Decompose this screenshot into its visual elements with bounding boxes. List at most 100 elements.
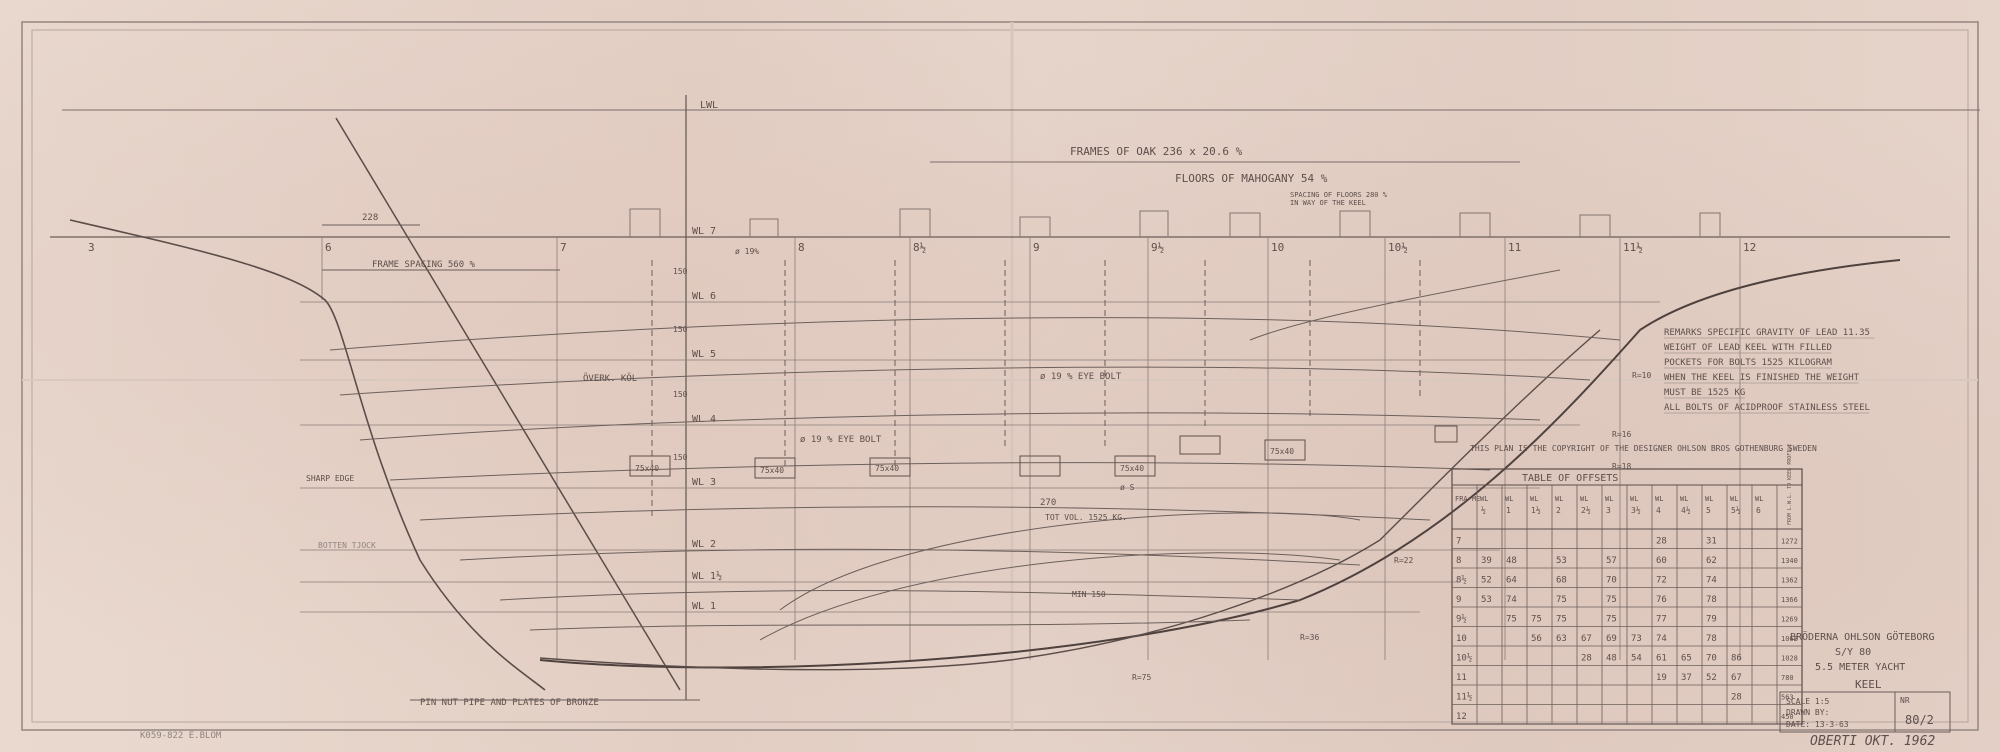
offsets-header: WL	[1630, 495, 1638, 503]
wl-spacing-label: 150	[673, 453, 688, 462]
frame-label: 11½	[1623, 241, 1643, 254]
offsets-cell: 67	[1581, 634, 1592, 644]
offsets-cell: 9½	[1456, 614, 1467, 625]
offsets-cell: 54	[1631, 654, 1642, 664]
offsets-cell: 19	[1656, 673, 1667, 683]
offsets-cell: 62	[1706, 556, 1717, 566]
signature: OBERTI OKT. 1962	[1810, 734, 1935, 749]
offsets-cell: 31	[1706, 537, 1717, 547]
offsets-cell: 70	[1606, 576, 1617, 586]
waterline-label: WL 1	[692, 601, 716, 612]
radius-labels: R=10R=16R=18R=22R=36R=75	[1132, 371, 1651, 682]
frame-label: 10	[1271, 241, 1284, 254]
radius-label: R=75	[1132, 673, 1151, 682]
radius-label: R=10	[1632, 371, 1651, 380]
scale-label: SCALE 1:5	[1786, 697, 1830, 706]
frame-label: 8	[798, 241, 805, 254]
offsets-cell: 7	[1456, 537, 1461, 547]
offsets-cell: 76	[1656, 595, 1667, 605]
offsets-cell: 9	[1456, 595, 1461, 605]
wl-spacing-label: 150	[673, 325, 688, 334]
keel-profile	[539, 259, 1901, 669]
offsets-cell: 68	[1556, 576, 1567, 586]
offsets-header-sub: 5	[1706, 506, 1711, 515]
offsets-cell: 69	[1606, 634, 1617, 644]
offsets-header: WL	[1655, 495, 1663, 503]
drawing-part: KEEL	[1855, 678, 1882, 691]
sharp-edge-label: SHARP EDGE	[306, 474, 354, 483]
offsets-cell: 1272	[1781, 538, 1798, 546]
offsets-cell: 75	[1531, 615, 1542, 625]
rabbet-label: BOTTEN TJOCK	[318, 541, 376, 550]
keel-bottom	[539, 539, 1381, 671]
keel-bolts	[651, 260, 1421, 520]
waterline-label: WL 5	[692, 349, 716, 360]
offsets-cell: 65	[1681, 654, 1692, 664]
offsets-cell: 28	[1581, 654, 1592, 664]
offsets-cell: 56	[1531, 634, 1542, 644]
offsets-header-sub: 2	[1556, 506, 1561, 515]
offsets-cell: 74	[1656, 634, 1667, 644]
rake-line	[335, 117, 681, 691]
offsets-cell: 74	[1506, 595, 1517, 605]
offsets-cell: 12	[1456, 712, 1467, 722]
frame-label: 9½	[1151, 241, 1164, 254]
frame-label: 6	[325, 241, 332, 254]
total-volume-label: TOT VOL. 1525 KG.	[1045, 513, 1127, 522]
waterline-label: WL 7	[692, 226, 716, 237]
offsets-cell: 1366	[1781, 596, 1798, 604]
offsets-cell: 1269	[1781, 616, 1798, 624]
offsets-cell: 75	[1506, 615, 1517, 625]
floor-size-label: 75x40	[760, 466, 784, 475]
offsets-cell: 780	[1781, 674, 1794, 682]
frame-label: 10½	[1388, 241, 1408, 254]
offsets-cell: 563	[1781, 694, 1794, 702]
spacing-floors-note: SPACING OF FLOORS 280 %	[1290, 191, 1388, 199]
offsets-cell: 53	[1481, 595, 1492, 605]
offsets-header: WL	[1580, 495, 1588, 503]
bolt-diameter-label: ø 19%	[735, 247, 759, 256]
offsets-cell: 75	[1556, 595, 1567, 605]
offsets-cell: 52	[1481, 576, 1492, 586]
offsets-header-sub: 4	[1656, 506, 1661, 515]
offsets-header: WL	[1605, 495, 1613, 503]
offsets-header-sub: 5½	[1731, 505, 1741, 515]
remark-line: POCKETS FOR BOLTS 1525 KILOGRAM	[1664, 358, 1833, 368]
frame-label: 12	[1743, 241, 1756, 254]
bolt-s-label: ø S	[1120, 483, 1135, 492]
offsets-cell: 11	[1456, 673, 1467, 683]
remarks-block: REMARKS SPECIFIC GRAVITY OF LEAD 11.35WE…	[1664, 328, 1875, 414]
offsets-cell: 78	[1706, 634, 1717, 644]
offsets-cell: 37	[1681, 673, 1692, 683]
waterline-label: WL 6	[692, 291, 716, 302]
drawn-by-label: DRAWN BY:	[1786, 708, 1829, 717]
offsets-cell: 67	[1731, 673, 1742, 683]
offsets-cell: 1340	[1781, 557, 1798, 565]
offsets-cell: 48	[1606, 654, 1617, 664]
offsets-header-sub: 4½	[1681, 505, 1691, 515]
radius-label: R=16	[1612, 430, 1631, 439]
date-label: DATE: 13-3-63	[1786, 720, 1849, 729]
offsets-cell: 52	[1706, 673, 1717, 683]
offsets-cell: 75	[1606, 615, 1617, 625]
offsets-cell: 70	[1706, 654, 1717, 664]
lwl-label: LWL	[700, 100, 718, 111]
offsets-cell: 450	[1781, 713, 1794, 721]
inner-border	[31, 29, 1969, 723]
offsets-header: WL	[1730, 495, 1738, 503]
offsets-header: FRA-ME	[1455, 495, 1480, 503]
offsets-title: TABLE OF OFFSETS	[1522, 473, 1618, 484]
waterline-label: WL 3	[692, 477, 716, 488]
leading-edge-profile	[69, 219, 546, 691]
offsets-header-sub: ½	[1481, 505, 1486, 515]
offsets-header: WL	[1555, 495, 1563, 503]
frames-note: FRAMES OF OAK 236 x 20.6 %	[1070, 145, 1243, 158]
eye-bolt-label-1: ø 19 % EYE BOLT	[800, 435, 882, 445]
offsets-header-sub: 3	[1606, 506, 1611, 515]
offsets-cell: 10½	[1456, 653, 1472, 664]
